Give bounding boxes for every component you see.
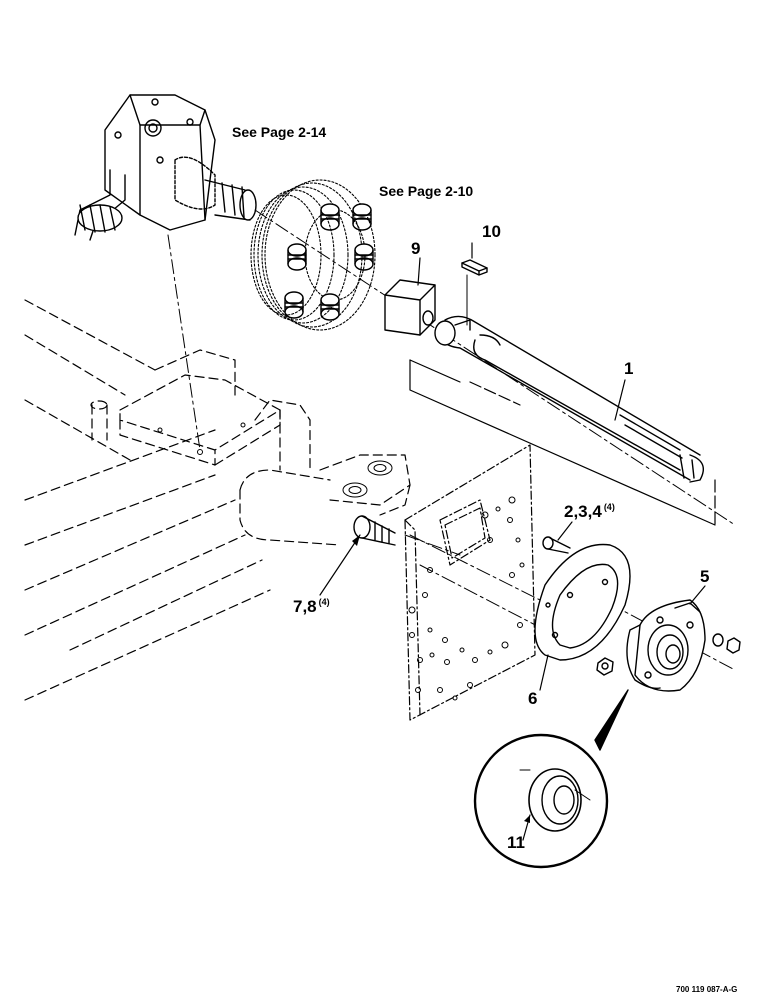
leader-arrows (352, 535, 530, 823)
callout-2-3-4: 2,3,4(4) (564, 502, 615, 521)
detail-bubble (473, 689, 629, 869)
gearbox-page-ref: See Page 2-14 (232, 124, 327, 140)
sprocket-studs (284, 203, 374, 321)
callout-9: 9 (411, 239, 421, 258)
callout-5: 5 (700, 567, 710, 586)
carriage-bolt (353, 515, 396, 546)
frame-phantom (24, 299, 411, 701)
key-part (461, 259, 488, 326)
figure-id: 700 119 087-A-G (676, 985, 738, 994)
callout-10: 10 (482, 222, 501, 241)
callout-7-8: 7,8(4) (293, 597, 330, 616)
callout-2-3-4-text: 2,3,4 (564, 502, 602, 521)
mounting-plate (404, 444, 536, 721)
callout-6: 6 (528, 689, 538, 708)
gearbox-drawing (74, 94, 257, 241)
callout-7-8-text: 7,8 (293, 597, 317, 616)
bracket-holes (157, 422, 393, 498)
coupler-block (384, 279, 436, 336)
callout-7-8-qty: (4) (318, 597, 330, 607)
nuts (596, 633, 741, 676)
sprocket-page-ref: See Page 2-10 (379, 183, 474, 199)
callout-2-3-4-qty: (4) (603, 502, 615, 512)
flange-ring (534, 543, 631, 661)
plate-holes (408, 496, 525, 701)
callout-11: 11 (507, 833, 525, 852)
flange-bolt (542, 536, 571, 554)
shaft-detail-box (409, 359, 716, 526)
bearing-flange (626, 599, 706, 692)
callout-1: 1 (624, 359, 634, 378)
drive-shaft (434, 315, 704, 483)
